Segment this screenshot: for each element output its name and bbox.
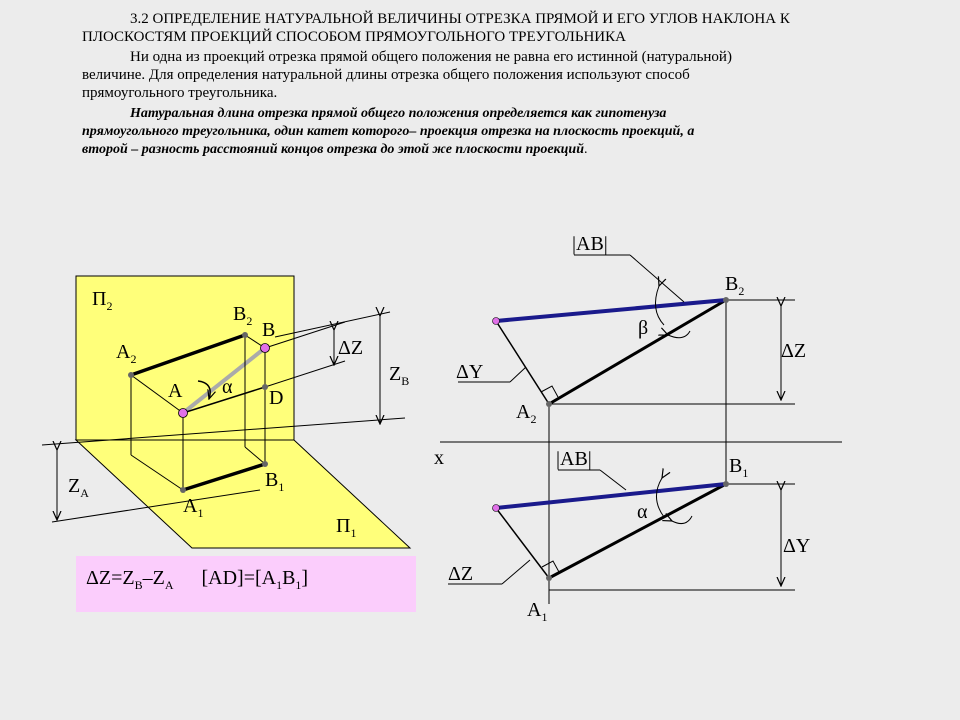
segment-a2b2-epure bbox=[548, 298, 727, 406]
label-ab-top: |AB| bbox=[572, 233, 608, 255]
right-epure-diagram: |AB| B2 β ΔZ ΔY A2 x |AB| B1 α ΔY ΔZ A1 bbox=[434, 233, 842, 624]
ext-line-a1 bbox=[51, 489, 261, 523]
point-a1 bbox=[180, 487, 186, 493]
label-a2-left: A2 bbox=[116, 341, 136, 366]
para-line-1: Ни одна из проекций отрезка прямой общег… bbox=[130, 49, 732, 65]
point-horizontal-apex bbox=[492, 504, 500, 512]
beta-arc-lower bbox=[668, 331, 691, 339]
point-a1-epure bbox=[546, 575, 552, 581]
def-line-1: Натуральная длина отрезка прямой общего … bbox=[130, 106, 667, 121]
dy-leader-frontal bbox=[509, 366, 527, 383]
projector-axis-b1 bbox=[244, 446, 266, 465]
def-end-period: . bbox=[584, 142, 588, 157]
label-a1-right: A1 bbox=[527, 599, 547, 624]
alpha-arc-upper bbox=[656, 478, 664, 518]
formula-ad: [AD]=[A bbox=[201, 567, 277, 589]
ab-bottom-leader bbox=[599, 469, 627, 491]
label-zb: ZB bbox=[389, 363, 409, 388]
right-angle-horizontal bbox=[541, 560, 560, 573]
intro-paragraph: Ни одна из проекций отрезка прямой общег… bbox=[82, 48, 952, 102]
label-a1-left: A1 bbox=[183, 495, 203, 520]
section-title-continued: ПЛОСКОСТЯМ ПРОЕКЦИЙ СПОСОБОМ ПРЯМОУГОЛЬН… bbox=[82, 28, 952, 46]
right-angle-frontal bbox=[540, 385, 559, 398]
plane-pi1 bbox=[74, 439, 412, 549]
label-dz-left: ΔZ bbox=[338, 337, 363, 359]
alpha-arc-lower bbox=[672, 516, 693, 525]
segment-a1b1 bbox=[182, 462, 266, 492]
formula-sub-a: A bbox=[164, 578, 174, 592]
title-line-2: ПЛОСКОСТЯМ ПРОЕКЦИЙ СПОСОБОМ ПРЯМОУГОЛЬН… bbox=[82, 29, 626, 45]
point-b1-epure bbox=[723, 481, 729, 487]
left-3d-diagram: П2 П1 B2 B A2 A α D B1 A1 ΔZ ZB ZA bbox=[41, 275, 412, 549]
axis-x-line bbox=[41, 417, 406, 446]
point-d bbox=[262, 384, 268, 390]
label-b2-left: B2 bbox=[233, 303, 252, 328]
section-title: 3.2 ОПРЕДЕЛЕНИЕ НАТУРАЛЬНОЙ ВЕЛИЧИНЫ ОТР… bbox=[130, 10, 952, 28]
point-frontal-apex bbox=[492, 317, 500, 325]
label-a-left: A bbox=[168, 380, 183, 402]
label-dy-left: ΔY bbox=[456, 361, 483, 383]
formula-box: ΔZ=ZB–ZA[AD]=[A1B1] bbox=[76, 556, 416, 612]
alpha-arc bbox=[197, 380, 210, 399]
segment-ad bbox=[182, 386, 266, 414]
label-pi2: П2 bbox=[92, 288, 112, 313]
formula-dz: ΔZ=Z bbox=[86, 567, 135, 589]
formula-sub-1a: 1 bbox=[276, 578, 283, 592]
point-a bbox=[178, 408, 188, 418]
beta-arc-upper bbox=[654, 286, 664, 326]
segment-a2b2 bbox=[130, 333, 246, 377]
label-b1-left: B1 bbox=[265, 469, 284, 494]
label-dy-right: ΔY bbox=[783, 535, 810, 557]
label-x-axis: x bbox=[434, 447, 444, 469]
formula-sub-b: B bbox=[134, 578, 143, 592]
def-line-2: прямоугольного треугольника, один катет … bbox=[82, 124, 695, 139]
projector-a2-a bbox=[130, 374, 184, 414]
label-b-left: B bbox=[262, 319, 275, 341]
point-b1 bbox=[262, 461, 268, 467]
segment-a1b1-epure bbox=[548, 482, 727, 580]
point-b2 bbox=[242, 332, 248, 338]
point-b bbox=[260, 343, 270, 353]
formula-close: ] bbox=[301, 567, 309, 589]
dz-leader-horizontal bbox=[501, 559, 531, 585]
projector-axis-a1 bbox=[130, 454, 184, 491]
point-b2-epure bbox=[723, 297, 729, 303]
formula-text: ΔZ=ZB–ZA[AD]=[A1B1] bbox=[86, 567, 308, 593]
formula-sub-1b: 1 bbox=[295, 578, 302, 592]
label-d: D bbox=[269, 387, 283, 409]
true-length-frontal bbox=[495, 298, 727, 323]
dy-leg-frontal bbox=[495, 320, 550, 405]
label-za: ZA bbox=[68, 475, 89, 500]
label-b2-right: B2 bbox=[725, 273, 744, 298]
formula-minus-z: –Z bbox=[142, 567, 165, 589]
true-length-horizontal bbox=[495, 482, 727, 510]
label-dz-left-epure: ΔZ bbox=[448, 563, 473, 585]
formula-b: B bbox=[282, 567, 296, 589]
slide-header: 3.2 ОПРЕДЕЛЕНИЕ НАТУРАЛЬНОЙ ВЕЛИЧИНЫ ОТР… bbox=[82, 10, 952, 159]
segment-ab bbox=[181, 346, 267, 415]
label-alpha-right: α bbox=[637, 501, 648, 523]
para-line-3: прямоугольного треугольника. bbox=[82, 85, 278, 101]
label-beta: β bbox=[638, 317, 648, 339]
def-line-3: второй – разность расстояний концов отре… bbox=[82, 142, 585, 157]
label-a2-right: A2 bbox=[516, 401, 536, 426]
title-line-1: 3.2 ОПРЕДЕЛЕНИЕ НАТУРАЛЬНОЙ ВЕЛИЧИНЫ ОТР… bbox=[130, 11, 790, 27]
label-pi1: П1 bbox=[336, 515, 356, 540]
label-ab-bottom: |AB| bbox=[556, 448, 592, 470]
ab-top-leader bbox=[629, 254, 685, 303]
dz-leg-horizontal bbox=[495, 507, 550, 579]
point-a2 bbox=[128, 372, 134, 378]
label-alpha-left: α bbox=[222, 376, 233, 398]
definition-paragraph: Натуральная длина отрезка прямой общего … bbox=[82, 105, 952, 159]
label-dz-right: ΔZ bbox=[781, 340, 806, 362]
point-a2-epure bbox=[546, 401, 552, 407]
label-b1-right: B1 bbox=[729, 455, 748, 480]
para-line-2: величине. Для определения натуральной дл… bbox=[82, 67, 690, 83]
